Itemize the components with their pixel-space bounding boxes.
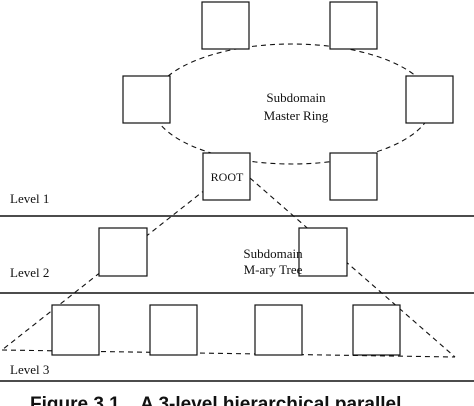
ring-node-top-left — [201, 1, 250, 50]
ring-node-left — [122, 75, 171, 124]
tree-node-level3-2 — [149, 304, 198, 356]
tree-label-line1: Subdomain — [243, 246, 303, 261]
level-1-label: Level 1 — [10, 191, 49, 206]
root-label: ROOT — [211, 170, 244, 184]
tree-node-level3-3 — [254, 304, 303, 356]
ring-label-line1: Subdomain — [266, 90, 326, 105]
tree-spread-right-edge — [249, 177, 456, 358]
tree-node-level3-4 — [352, 304, 401, 356]
root-node — [202, 152, 251, 201]
ring-label-line2: Master Ring — [264, 108, 329, 123]
ring-node-right — [405, 75, 454, 124]
ring-node-top-right — [329, 1, 378, 50]
figure-caption: Figure 3.1 A 3-level hierarchical parall… — [30, 394, 401, 406]
level-2-label: Level 2 — [10, 265, 49, 280]
level-3-label: Level 3 — [10, 362, 49, 377]
tree-node-level3-1 — [51, 304, 100, 356]
ring-node-bottom-right — [329, 152, 378, 201]
tree-node-level2-right — [298, 227, 348, 277]
tree-node-level2-left — [98, 227, 148, 277]
tree-label-line2: M-ary Tree — [244, 262, 303, 277]
